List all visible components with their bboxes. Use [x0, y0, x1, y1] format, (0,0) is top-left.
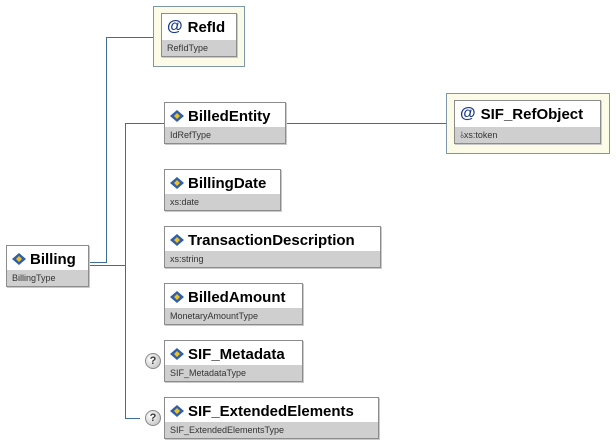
optional-question-icon: ?	[145, 353, 161, 369]
element-diamond-icon	[170, 110, 184, 122]
element-diamond-icon	[170, 405, 184, 417]
sif-extendedelements-element-title: SIF_ExtendedElements	[165, 398, 378, 424]
billedentity-element-box[interactable]: BilledEntity IdRefType	[164, 102, 286, 144]
element-diamond-icon	[12, 253, 26, 265]
billedentity-element-name: BilledEntity	[188, 107, 271, 125]
attribute-at-icon: @	[167, 18, 183, 35]
sif-metadata-element-box[interactable]: SIF_Metadata SIF_MetadataType	[164, 340, 303, 382]
billedamount-element-name: BilledAmount	[188, 288, 286, 306]
billedentity-element-title: BilledEntity	[165, 103, 285, 129]
transactiondescription-element-name: TransactionDescription	[188, 231, 355, 249]
billing-element-name: Billing	[30, 250, 76, 268]
list-type-icon: ⫰	[460, 130, 464, 140]
attribute-at-icon: @	[460, 105, 476, 122]
transactiondescription-element-box[interactable]: TransactionDescription xs:string	[164, 226, 381, 268]
billing-element-type: BillingType	[7, 270, 88, 286]
refid-attribute-frame: @ RefId RefIdType	[153, 6, 245, 67]
refid-attribute-box[interactable]: @ RefId RefIdType	[161, 13, 237, 57]
billingdate-element-title: BillingDate	[165, 170, 280, 196]
sif-extendedelements-element-name: SIF_ExtendedElements	[188, 402, 354, 420]
sif-metadata-element-title: SIF_Metadata	[165, 341, 302, 367]
sif-refobject-attribute-name: SIF_RefObject	[480, 105, 584, 123]
billing-element-box[interactable]: Billing BillingType	[6, 245, 89, 287]
element-diamond-icon	[170, 177, 184, 189]
billing-element-title: Billing	[7, 246, 88, 272]
element-diamond-icon	[170, 291, 184, 303]
billedamount-element-box[interactable]: BilledAmount MonetaryAmountType	[164, 283, 303, 325]
sif-metadata-element-name: SIF_Metadata	[188, 345, 285, 363]
transactiondescription-element-title: TransactionDescription	[165, 227, 380, 253]
sif-metadata-element-type: SIF_MetadataType	[165, 365, 302, 381]
sif-refobject-attribute-frame: @ SIF_RefObject ⫰xs:token	[446, 93, 610, 154]
billedentity-element-type: IdRefType	[165, 127, 285, 143]
refid-attribute-title: @ RefId	[162, 14, 236, 40]
billingdate-element-name: BillingDate	[188, 174, 267, 192]
element-diamond-icon	[170, 234, 184, 246]
billingdate-element-box[interactable]: BillingDate xs:date	[164, 169, 281, 211]
sif-refobject-attribute-title: @ SIF_RefObject	[455, 101, 600, 127]
sif-extendedelements-element-box[interactable]: SIF_ExtendedElements SIF_ExtendedElement…	[164, 397, 379, 439]
sif-refobject-type-value: xs:token	[463, 130, 498, 140]
element-diamond-icon	[170, 348, 184, 360]
billingdate-element-type: xs:date	[165, 194, 280, 210]
billedamount-element-title: BilledAmount	[165, 284, 302, 310]
transactiondescription-element-type: xs:string	[165, 251, 380, 267]
billedamount-element-type: MonetaryAmountType	[165, 308, 302, 324]
refid-attribute-type: RefIdType	[162, 40, 236, 56]
sif-refobject-attribute-type: ⫰xs:token	[455, 127, 600, 143]
sif-extendedelements-element-type: SIF_ExtendedElementsType	[165, 422, 378, 438]
refid-attribute-name: RefId	[187, 18, 226, 36]
optional-question-icon: ?	[145, 410, 161, 426]
sif-refobject-attribute-box[interactable]: @ SIF_RefObject ⫰xs:token	[454, 100, 601, 144]
